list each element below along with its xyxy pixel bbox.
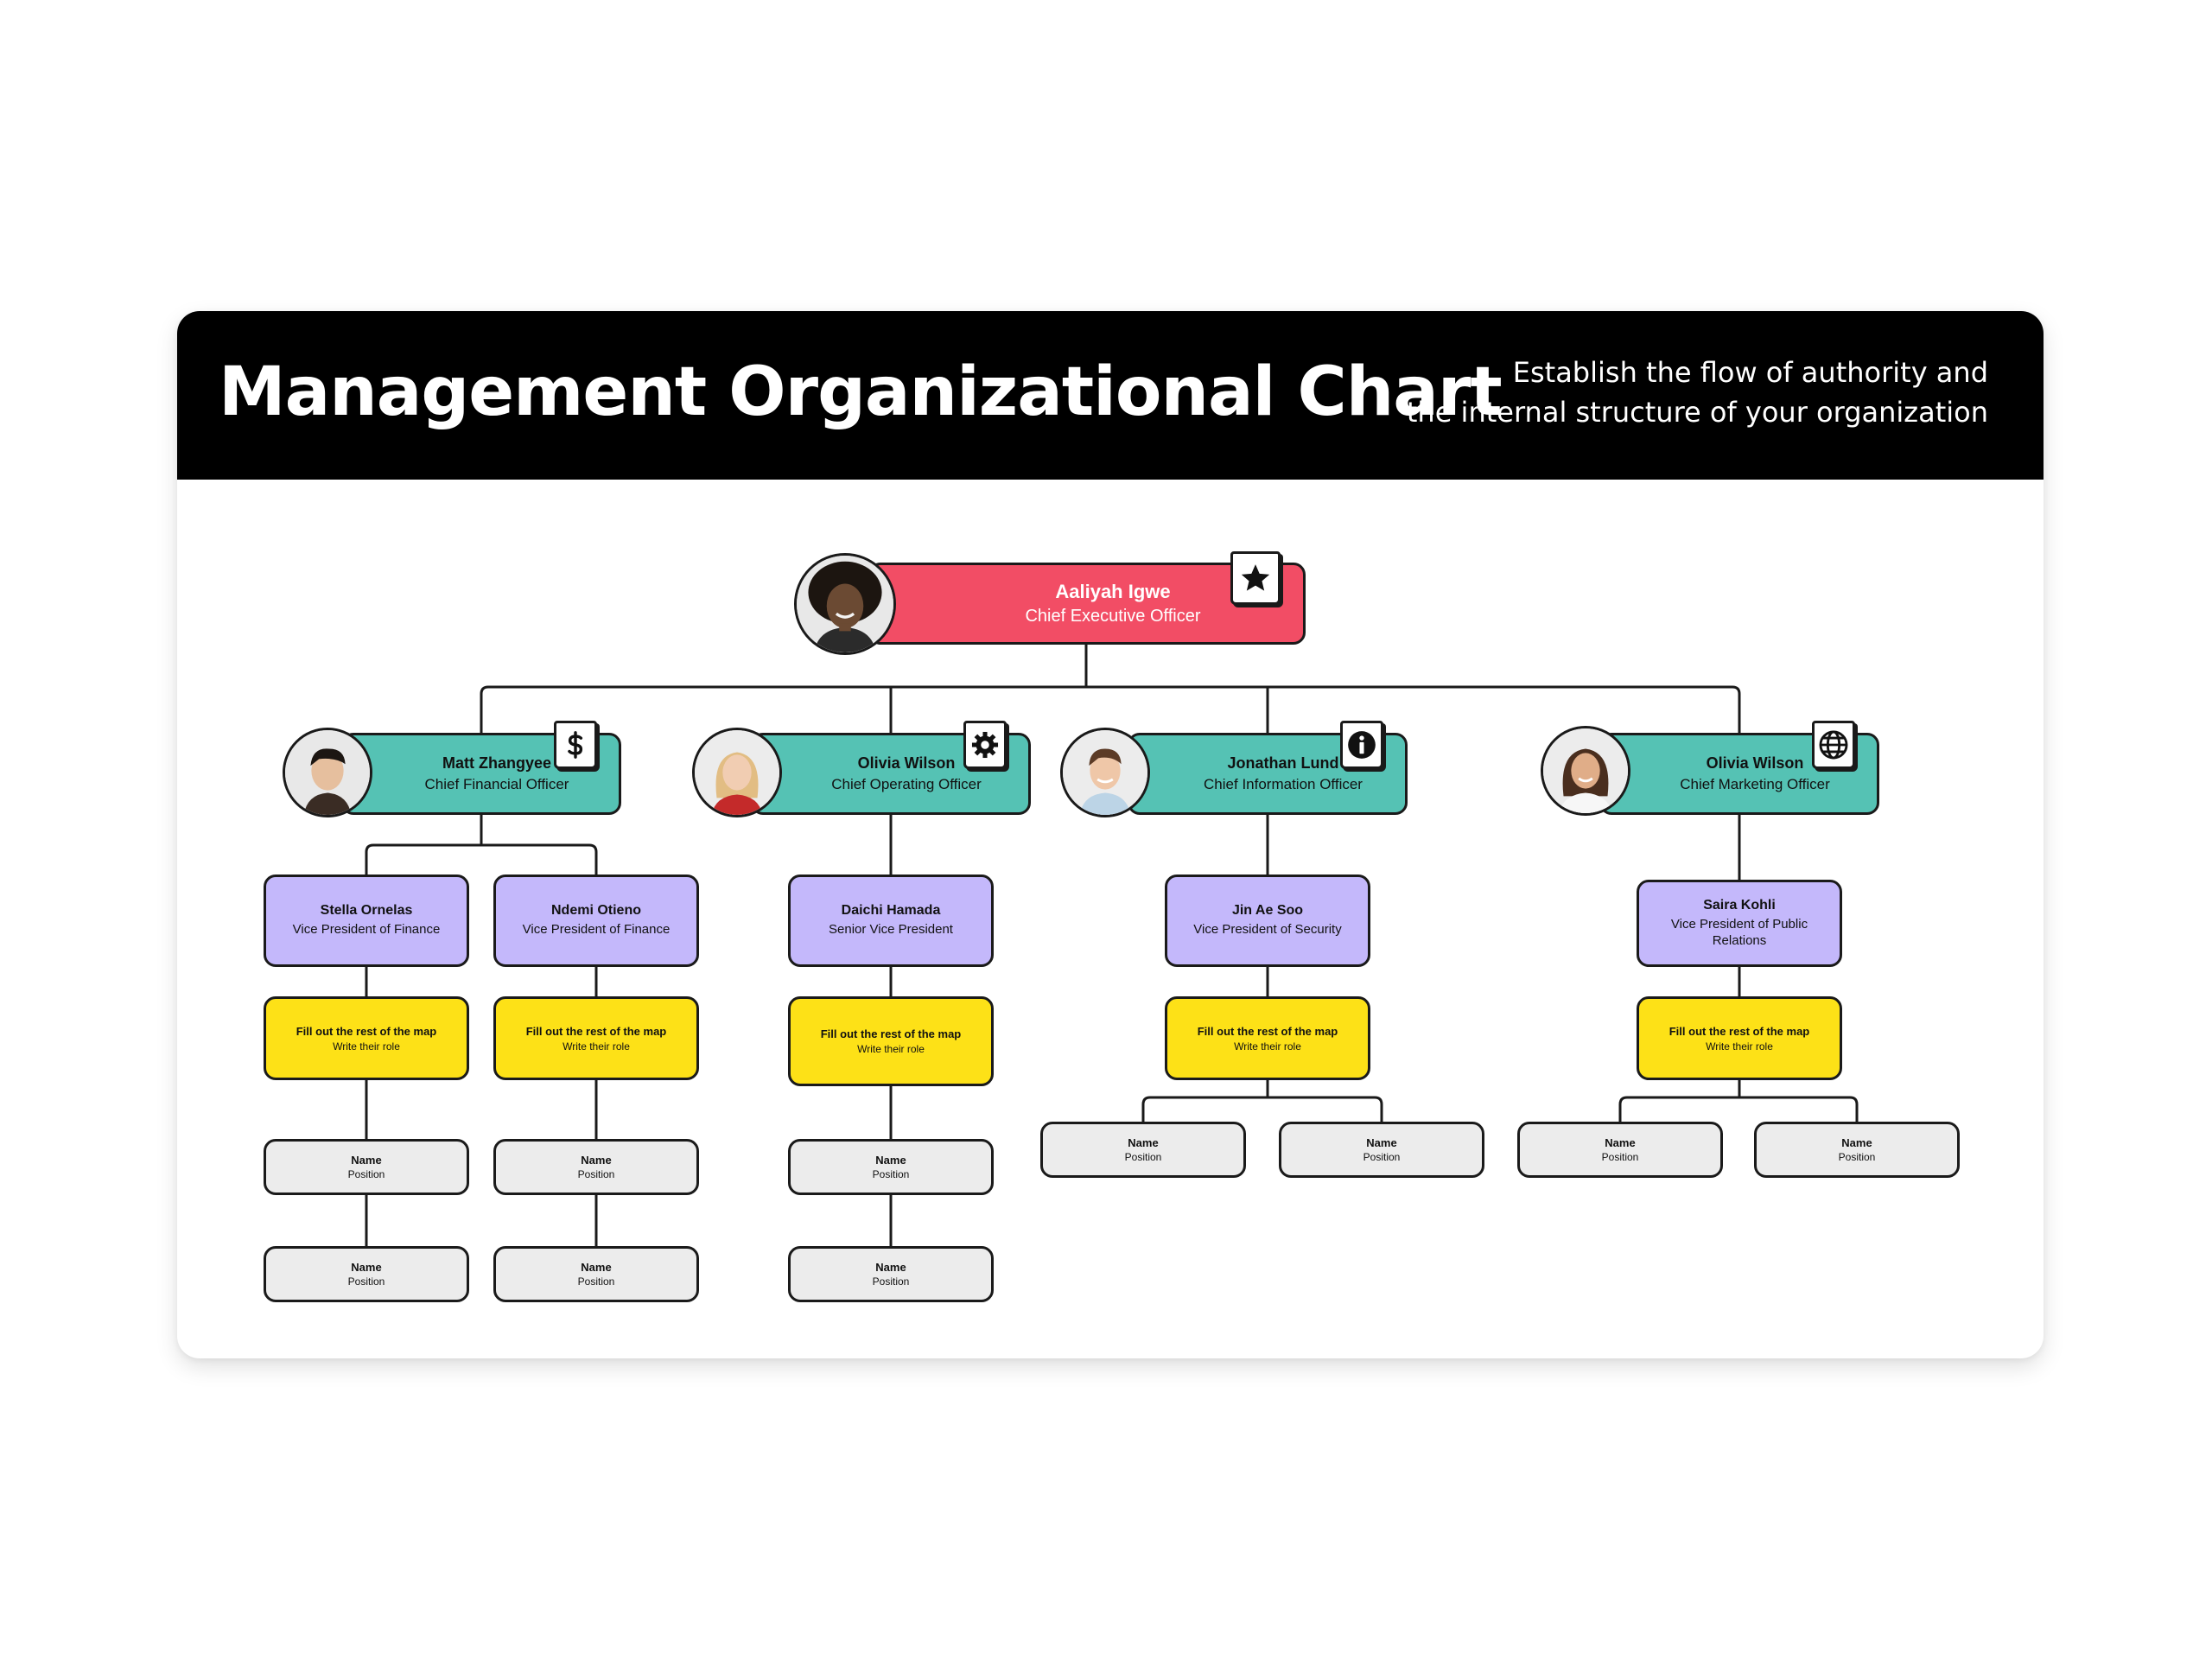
globe-icon (1819, 730, 1848, 760)
placeholder-box-2: Fill out the rest of the map Write their… (493, 996, 699, 1080)
placeholder-subtitle: Write their role (333, 1040, 400, 1053)
cfo-avatar (283, 728, 372, 817)
subtitle-line-1: Establish the flow of authority and (1512, 356, 1988, 389)
position-name: Name (581, 1261, 612, 1274)
placeholder-subtitle: Write their role (563, 1040, 630, 1053)
connector-lines (365, 645, 1859, 1246)
cio-name: Jonathan Lund (1227, 754, 1339, 772)
placeholder-subtitle: Write their role (1234, 1040, 1301, 1053)
position-name: Name (1605, 1136, 1636, 1149)
vp-box-4: Jin Ae Soo Vice President of Security (1165, 875, 1370, 967)
position-box-9: Name Position (493, 1246, 699, 1302)
position-role: Position (872, 1275, 910, 1288)
position-box-2: Name Position (493, 1139, 699, 1195)
vp-role: Senior Vice President (829, 922, 953, 938)
cfo-badge (554, 721, 597, 769)
ceo-name: Aaliyah Igwe (1055, 581, 1171, 602)
position-box-6: Name Position (1517, 1122, 1723, 1178)
vp-name: Ndemi Otieno (550, 903, 641, 919)
vp-name: Daichi Hamada (841, 903, 941, 919)
vp-box-1: Stella Ornelas Vice President of Finance (264, 875, 469, 967)
position-name: Name (875, 1261, 906, 1274)
gear-icon (971, 731, 999, 759)
vp-name: Saira Kohli (1703, 897, 1776, 913)
placeholder-subtitle: Write their role (857, 1043, 925, 1055)
position-box-3: Name Position (788, 1139, 994, 1195)
placeholder-title: Fill out the rest of the map (525, 1024, 667, 1038)
coo-avatar (692, 728, 782, 817)
vp-role: Vice President of Finance (522, 922, 671, 938)
connector-ph4-bus (1141, 1096, 1383, 1122)
placeholder-box-4: Fill out the rest of the map Write their… (1165, 996, 1370, 1080)
position-role: Position (577, 1168, 615, 1180)
vp-box-5: Saira Kohli Vice President of Public Rel… (1637, 880, 1842, 967)
placeholder-box-3: Fill out the rest of the map Write their… (788, 996, 994, 1086)
position-box-4: Name Position (1040, 1122, 1246, 1178)
info-icon (1348, 731, 1376, 759)
position-name: Name (351, 1261, 382, 1274)
coo-role: Chief Operating Officer (831, 776, 982, 792)
position-box-8: Name Position (264, 1246, 469, 1302)
position-role: Position (1363, 1151, 1401, 1163)
position-box-5: Name Position (1279, 1122, 1484, 1178)
position-role: Position (1124, 1151, 1162, 1163)
cfo-role: Chief Financial Officer (424, 776, 569, 792)
ceo-role: Chief Executive Officer (1025, 607, 1201, 626)
position-box-10: Name Position (788, 1246, 994, 1302)
position-role: Position (577, 1275, 615, 1288)
position-name: Name (1128, 1136, 1159, 1149)
position-role: Position (1838, 1151, 1876, 1163)
position-name: Name (875, 1154, 906, 1167)
ceo-avatar (794, 553, 896, 655)
cmo-name: Olivia Wilson (1706, 754, 1804, 772)
vp-role: Vice President of Finance (292, 922, 441, 938)
position-role: Position (1601, 1151, 1639, 1163)
placeholder-box-5: Fill out the rest of the map Write their… (1637, 996, 1842, 1080)
dollar-icon (568, 731, 583, 759)
page-title: Management Organizational Chart (219, 353, 1503, 431)
vp-box-3: Daichi Hamada Senior Vice President (788, 875, 994, 967)
position-name: Name (1841, 1136, 1872, 1149)
cmo-avatar (1541, 726, 1630, 816)
coo-badge (963, 721, 1007, 769)
position-name: Name (581, 1154, 612, 1167)
coo-name: Olivia Wilson (857, 754, 956, 772)
placeholder-title: Fill out the rest of the map (296, 1024, 437, 1038)
position-box-7: Name Position (1754, 1122, 1960, 1178)
placeholder-title: Fill out the rest of the map (1669, 1024, 1810, 1038)
connector-chiefs-bus (480, 685, 1741, 733)
position-role: Position (347, 1168, 385, 1180)
position-name: Name (1366, 1136, 1397, 1149)
position-role: Position (872, 1168, 910, 1180)
placeholder-box-1: Fill out the rest of the map Write their… (264, 996, 469, 1080)
ceo-badge (1230, 551, 1281, 605)
position-role: Position (347, 1275, 385, 1288)
page-subtitle: Establish the flow of authority and the … (1332, 353, 1988, 433)
header-bar: Management Organizational Chart Establis… (177, 311, 2044, 480)
vp-box-2: Ndemi Otieno Vice President of Finance (493, 875, 699, 967)
connector-cfo-vp-bus (365, 843, 598, 875)
placeholder-subtitle: Write their role (1706, 1040, 1773, 1053)
cmo-badge (1812, 721, 1855, 769)
cmo-role: Chief Marketing Officer (1680, 776, 1830, 792)
ceo-box: Aaliyah Igwe Chief Executive Officer (868, 563, 1306, 645)
connector-ph5-bus (1618, 1096, 1859, 1122)
cio-badge (1340, 721, 1383, 769)
vp-role: Vice President of Public Relations (1670, 916, 1808, 949)
position-box-1: Name Position (264, 1139, 469, 1195)
vp-name: Stella Ornelas (320, 903, 413, 919)
cio-role: Chief Information Officer (1204, 776, 1363, 792)
vp-name: Jin Ae Soo (1231, 903, 1304, 919)
vp-role: Vice President of Security (1193, 922, 1342, 938)
placeholder-title: Fill out the rest of the map (1197, 1024, 1338, 1038)
cio-avatar (1060, 728, 1150, 817)
subtitle-line-2: the internal structure of your organizat… (1406, 396, 1988, 429)
position-name: Name (351, 1154, 382, 1167)
org-chart-card: Management Organizational Chart Establis… (177, 311, 2044, 1358)
cfo-name: Matt Zhangyee (442, 754, 552, 772)
star-icon (1241, 564, 1270, 591)
placeholder-title: Fill out the rest of the map (820, 1027, 962, 1040)
